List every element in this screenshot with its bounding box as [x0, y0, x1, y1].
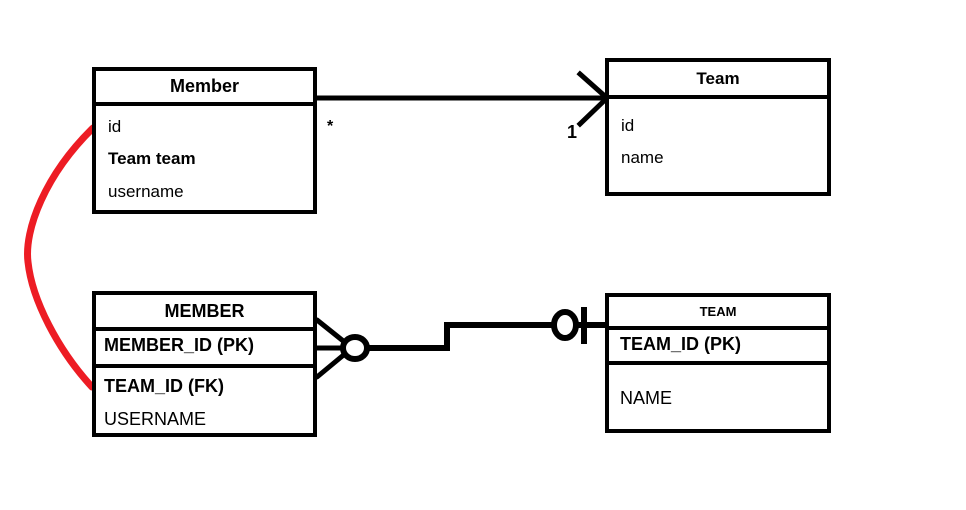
uml-multiplicity-many: * [327, 118, 334, 135]
zero-optionality-circle-team [551, 309, 579, 341]
uml-team-class-box[interactable]: Team id name [605, 58, 831, 196]
er-team-table-box[interactable]: TEAM TEAM_ID (PK) NAME [605, 293, 831, 433]
er-member-header-divider [96, 327, 313, 331]
uml-team-attribute-name: name [621, 148, 664, 167]
uml-member-class-name: Member [169, 76, 240, 96]
zero-optionality-circle-member [340, 334, 370, 362]
uml-team-attribute-id: id [621, 116, 635, 135]
er-team-key-divider [609, 361, 827, 365]
red-mapping-curve [24, 124, 97, 391]
uml-member-header-divider [96, 102, 313, 106]
er-team-column-name: NAME [620, 388, 673, 408]
uml-member-attribute-team: Team team [108, 149, 196, 168]
er-member-column-member-id: MEMBER_ID (PK) [104, 335, 255, 355]
uml-team-class-name: Team [696, 69, 740, 88]
er-relationship-line [353, 322, 569, 351]
er-member-table-name: MEMBER [164, 301, 245, 321]
er-team-table-name: TEAM [699, 304, 737, 319]
uml-member-class-box[interactable]: Member id Team team username [92, 67, 317, 214]
er-member-column-username: USERNAME [104, 409, 207, 429]
uml-member-attribute-username: username [108, 182, 184, 201]
uml-member-attribute-id: id [108, 117, 122, 136]
er-team-header-divider [609, 326, 827, 330]
er-team-column-team-id: TEAM_ID (PK) [620, 334, 741, 354]
uml-team-header-divider [609, 95, 827, 99]
er-member-column-team-id: TEAM_ID (FK) [104, 376, 224, 396]
er-member-key-divider [96, 364, 313, 368]
uml-multiplicity-one: 1 [567, 122, 578, 142]
er-member-table-box[interactable]: MEMBER MEMBER_ID (PK) TEAM_ID (FK) USERN… [92, 291, 317, 437]
